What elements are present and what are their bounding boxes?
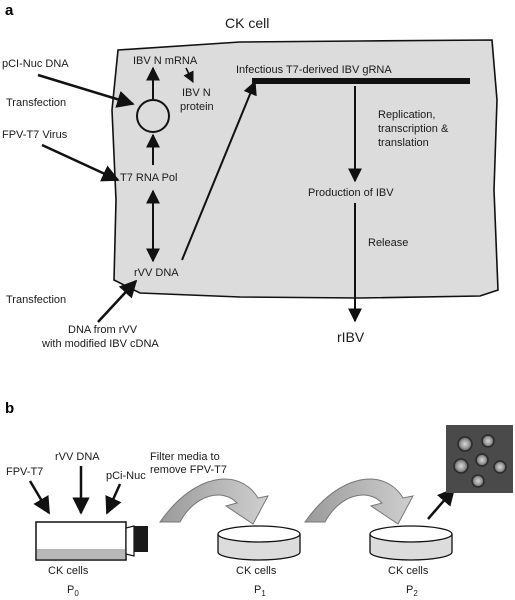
label-fpv-t7-virus: FPV-T7 Virus	[2, 129, 68, 141]
arrow-dna-to-rvv	[97, 279, 138, 323]
label-ck-cells-p0: CK cells	[48, 565, 89, 577]
label-replication-3: translation	[378, 137, 429, 149]
arrow-pcinuc-to-flask	[105, 483, 122, 515]
label-p2: P2	[406, 584, 418, 598]
plasmid-circle	[136, 99, 170, 133]
culture-flask-p0	[35, 521, 148, 561]
label-p0-sub: 0	[74, 589, 79, 598]
ck-cell-shape	[111, 39, 499, 299]
label-replication-2: transcription &	[378, 123, 449, 135]
label-infectious-grna: Infectious T7-derived IBV gRNA	[236, 64, 392, 76]
label-b-fpv-t7: FPV-T7	[6, 466, 43, 478]
culture-dish-p2	[369, 525, 453, 561]
arrow-fpv-to-t7pol	[41, 143, 120, 182]
label-p1: P1	[254, 584, 266, 598]
cell-title: CK cell	[225, 15, 269, 31]
label-modified-ibv-cdna: with modified IBV cDNA	[41, 338, 159, 350]
arrow-mrna-to-protein	[183, 67, 194, 84]
curved-arrow-p0-p1	[159, 478, 269, 525]
arrow-fpv-to-flask	[28, 480, 51, 515]
label-dna-from-rvv: DNA from rVV	[68, 324, 138, 336]
label-ibv-n-protein-2: protein	[180, 101, 214, 113]
arrow-pci-to-plasmid	[37, 73, 135, 108]
label-p1-sub: 1	[261, 589, 266, 598]
virion-micrograph	[446, 425, 513, 493]
label-p2-sub: 2	[413, 589, 418, 598]
arrow-rvv-to-grna	[181, 80, 257, 261]
label-pci-nuc-dna: pCI-Nuc DNA	[2, 58, 69, 70]
label-p2-base: P	[406, 584, 413, 596]
label-ck-cells-p2: CK cells	[388, 565, 429, 577]
arrow-dish-to-micrograph	[427, 487, 456, 520]
flask-cap	[134, 526, 148, 552]
label-ribv: rIBV	[337, 329, 365, 345]
label-p0: P0	[67, 584, 79, 598]
label-transfection-bottom: Transfection	[6, 294, 66, 306]
label-ck-cells-p1: CK cells	[236, 565, 277, 577]
panel-a-letter: a	[5, 2, 14, 19]
label-transfection-top: Transfection	[6, 97, 66, 109]
panel-b-letter: b	[5, 400, 14, 417]
grna-bar	[252, 78, 470, 84]
label-rvv-dna: rVV DNA	[134, 267, 179, 279]
label-p1-base: P	[254, 584, 261, 596]
label-release: Release	[368, 237, 408, 249]
culture-dish-p1	[217, 525, 301, 561]
label-production-of-ibv: Production of IBV	[308, 187, 394, 199]
label-filter-2: remove FPV-T7	[150, 464, 227, 476]
label-b-rvv-dna: rVV DNA	[55, 451, 100, 463]
label-replication-1: Replication,	[378, 109, 435, 121]
label-filter-1: Filter media to	[150, 451, 220, 463]
label-ibv-n-mrna: IBV N mRNA	[133, 55, 198, 67]
label-ibv-n-protein-1: IBV N	[182, 87, 211, 99]
label-t7-rna-pol: T7 RNA Pol	[120, 172, 177, 184]
curved-arrow-p1-p2	[304, 478, 414, 525]
label-p0-base: P	[67, 584, 74, 596]
label-b-pci-nuc: pCi-Nuc	[106, 470, 146, 482]
